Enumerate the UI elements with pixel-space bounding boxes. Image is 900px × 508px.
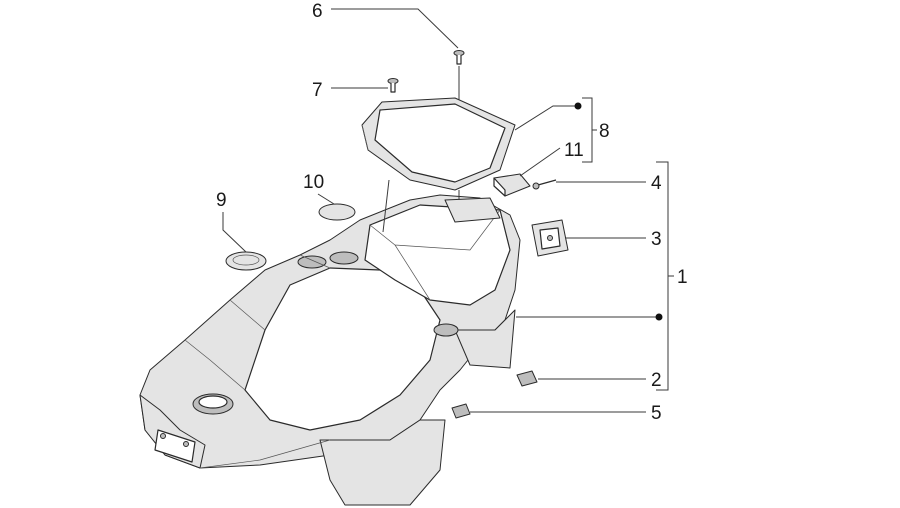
rubber-cap [318,203,356,221]
callout-11: 11 [564,140,584,161]
callout-2: 2 [651,370,662,391]
callout-3: 3 [651,229,662,250]
leader-dot-8 [574,102,582,110]
callout-5: 5 [651,403,662,424]
battery-cover-lid [361,97,516,191]
callout-4: 4 [651,173,662,194]
leader-dot-1 [655,313,663,321]
callout-10: 10 [303,172,324,193]
screw-small [387,78,399,93]
clip-nut [516,370,538,387]
callout-9: 9 [216,190,227,211]
callout-7: 7 [312,80,323,101]
callout-1: 1 [677,267,688,288]
clip-nut-lower [451,403,471,419]
bracket [531,219,569,257]
pin [532,179,557,190]
foam-pad [493,173,531,197]
screw-large [453,50,465,65]
callout-6: 6 [312,1,323,22]
callout-8: 8 [599,121,610,142]
grommet-disc [225,251,267,271]
leader-lines [222,8,674,413]
helmet-compartment-body [139,194,521,506]
